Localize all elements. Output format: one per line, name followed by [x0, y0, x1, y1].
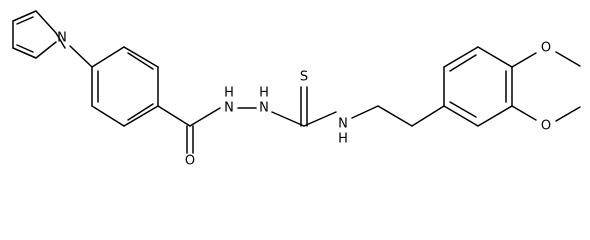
- methoxy-oxygen-bottom-label: O: [541, 119, 551, 134]
- bond-ch2-ch2: [377, 105, 413, 127]
- benzene-ring-left: [91, 46, 159, 127]
- amine-n-label: N: [338, 117, 348, 132]
- benzene-ring-right: [443, 46, 513, 127]
- amine-h-label: H: [338, 132, 348, 147]
- bond-carbonyl-to-nh: [189, 107, 221, 127]
- bond-ch2-to-ring: [411, 105, 445, 127]
- bond-thiocarbonyl-to-nh: [303, 111, 337, 127]
- methoxy-oxygen-top-label: O: [541, 41, 551, 56]
- bond-o-top-to-methyl: [555, 51, 581, 67]
- bond-o-bottom-to-methyl: [555, 106, 581, 122]
- bond-ring-to-o-bottom: [511, 105, 537, 121]
- bond-nh-to-thiocarbonyl: [271, 111, 305, 127]
- hydrazide-h-1-label: H: [224, 86, 234, 101]
- bond-ring-to-o-top: [511, 52, 537, 68]
- hydrazide-h-2-label: H: [259, 86, 269, 101]
- pyrrole-nitrogen-label: N: [57, 31, 67, 46]
- bond-nh-to-ch2: [351, 105, 379, 119]
- chemical-structure: N O H N H N S N H: [12, 10, 581, 169]
- thio-sulfur-label: S: [300, 70, 308, 85]
- hydrazide-n-2-label: N: [259, 101, 269, 116]
- bond-ring-to-carbonyl: [157, 105, 191, 127]
- carbonyl-oxygen-label: O: [185, 154, 195, 169]
- hydrazide-n-1-label: N: [224, 101, 234, 116]
- bond-n-to-benzene: [69, 45, 93, 68]
- pyrrole-ring: [12, 10, 66, 59]
